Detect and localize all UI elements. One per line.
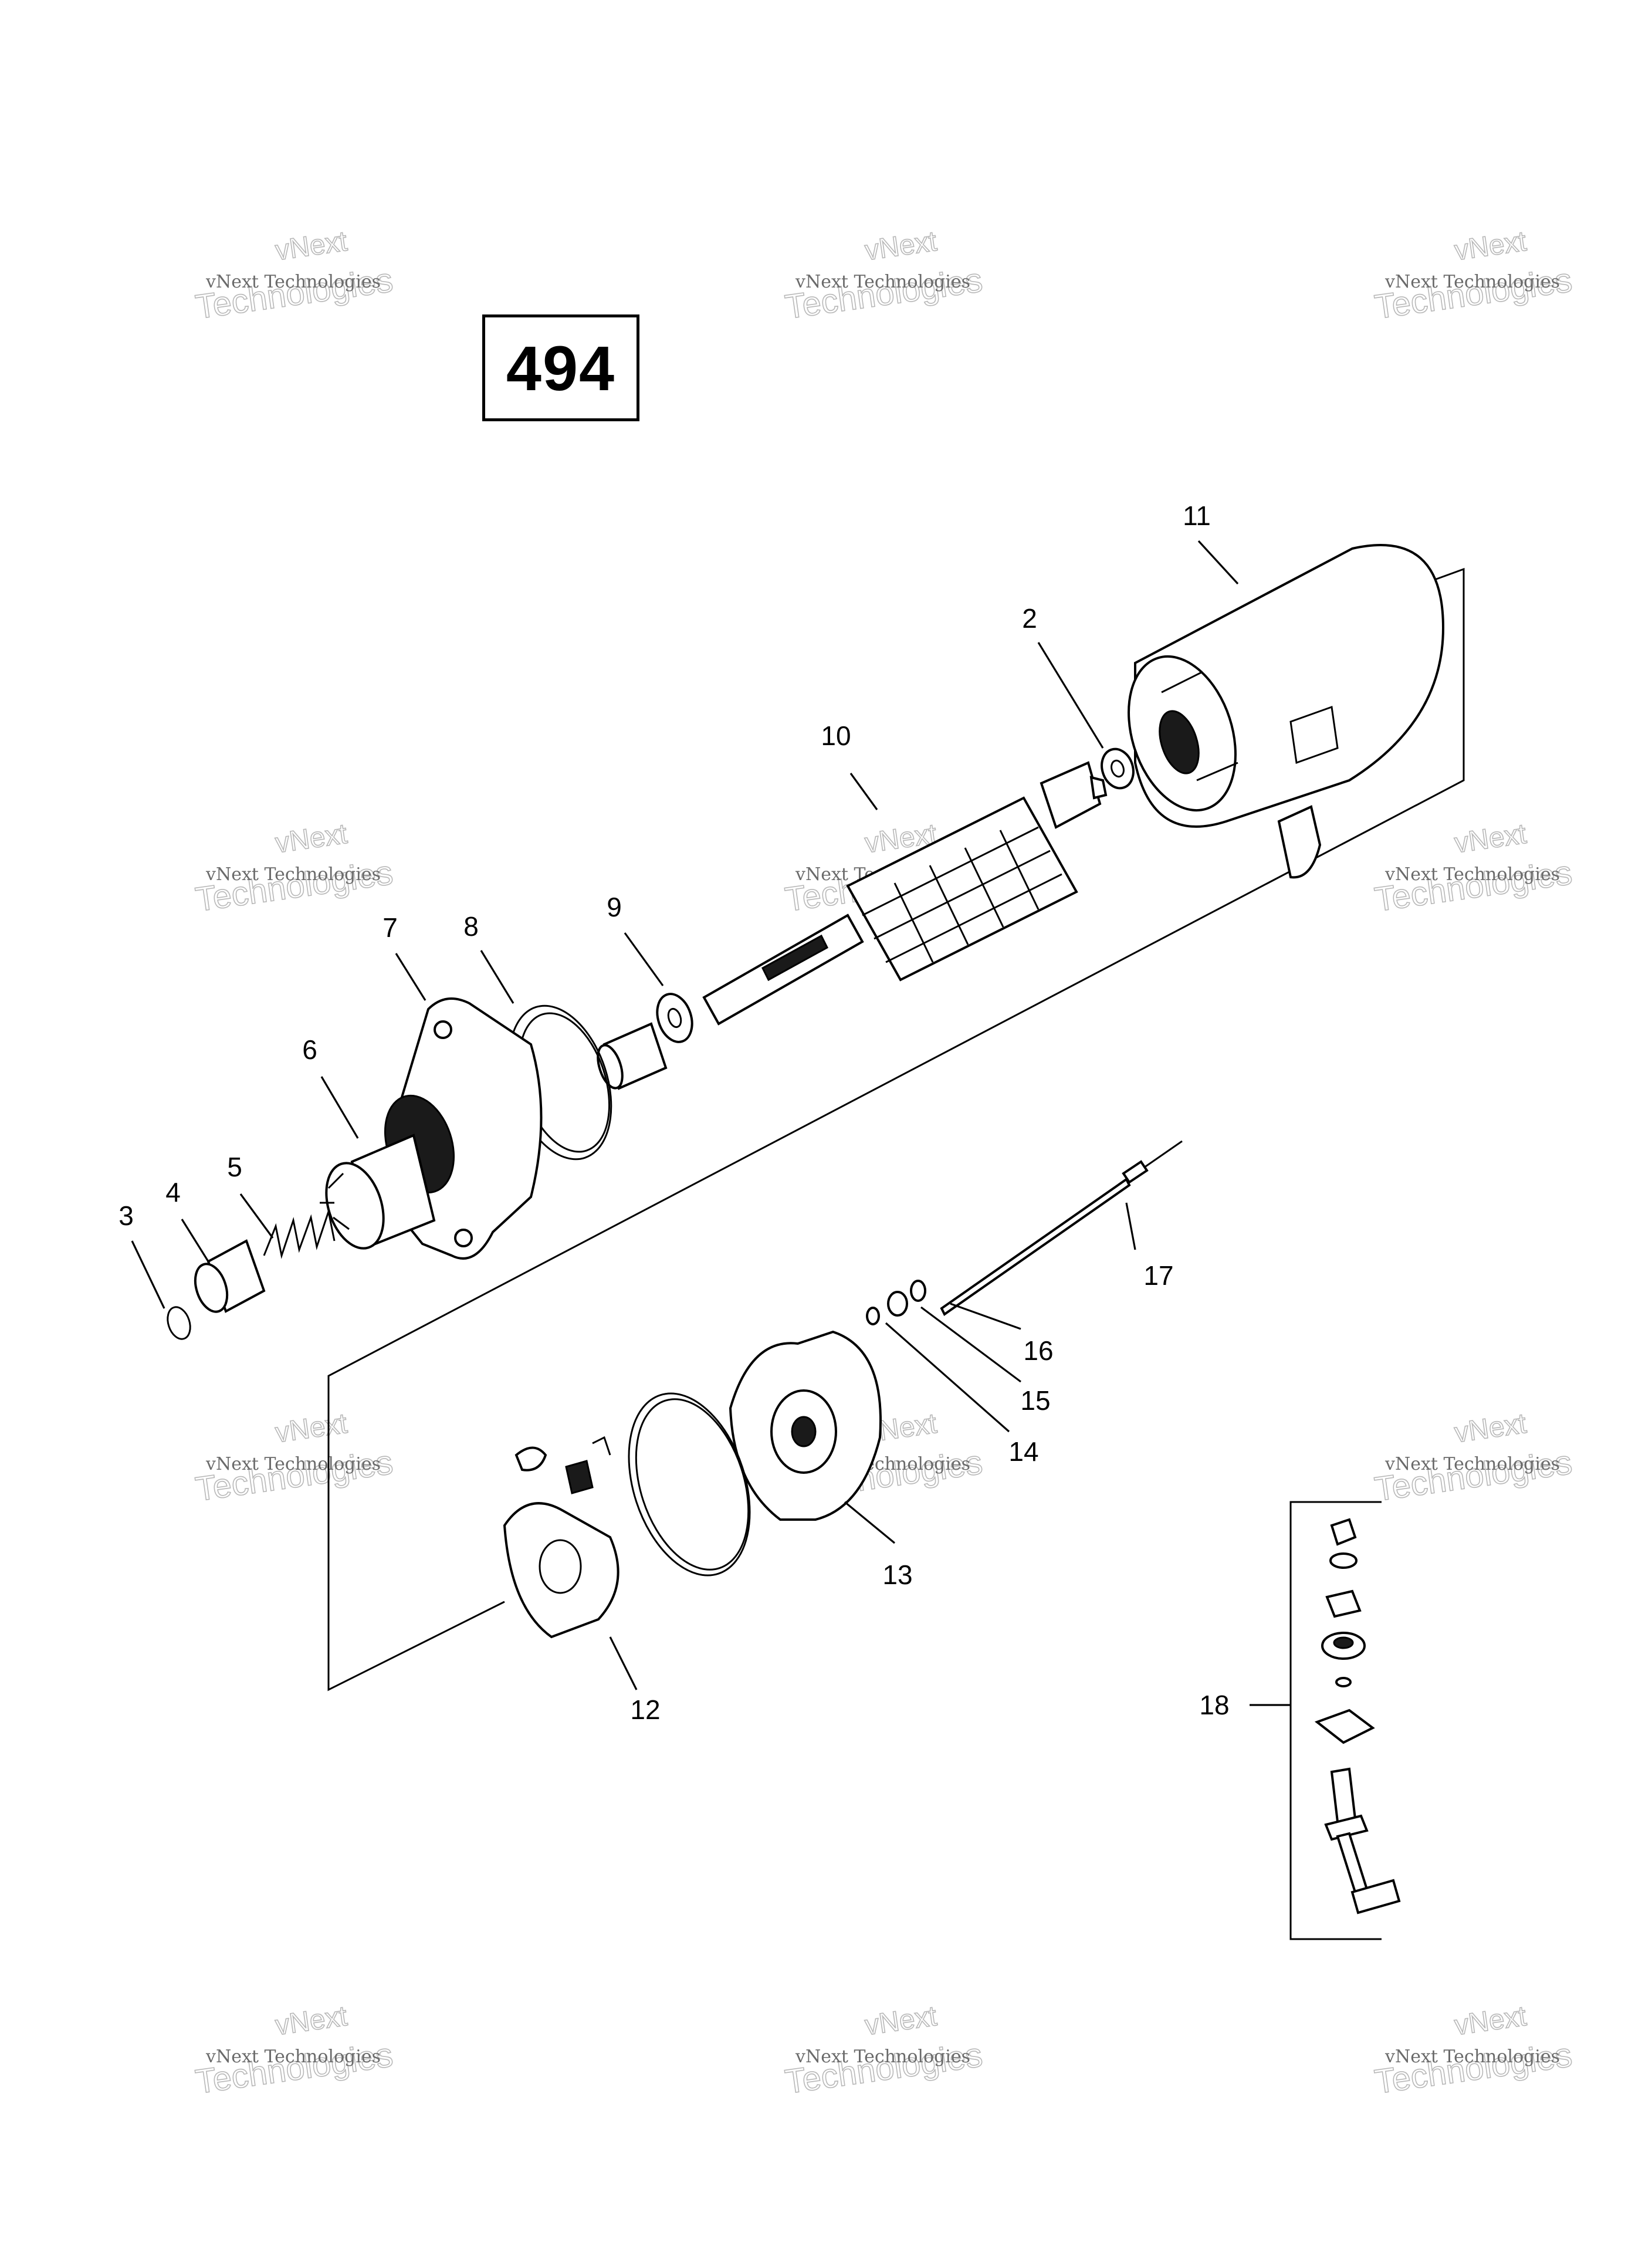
callout-13: 13	[882, 1559, 912, 1590]
watermark-outline-vnext: vNext	[863, 226, 939, 267]
callout-11: 11	[1183, 500, 1211, 531]
callout-2: 2	[1022, 603, 1037, 634]
callout-6: 6	[302, 1034, 317, 1065]
part-4-collar-icon	[194, 1239, 266, 1313]
watermark-outline-vnext: vNext	[1453, 818, 1528, 860]
page-number-box: 494	[482, 314, 639, 421]
watermark-outline-vnext: vNext	[863, 2001, 939, 2042]
part-9-washer-icon	[656, 993, 693, 1043]
callout-17: 17	[1143, 1260, 1173, 1291]
part-6-drive-pinion-icon	[320, 1134, 436, 1250]
callout-8: 8	[463, 911, 479, 942]
part-10-armature-icon	[702, 761, 1108, 1026]
watermark-text: vNext Technologies	[1384, 2046, 1560, 2067]
callout-16: 16	[1023, 1335, 1053, 1366]
callout-3: 3	[119, 1200, 134, 1231]
part-13-end-cap-icon	[729, 1330, 882, 1521]
callout-7: 7	[382, 912, 398, 943]
part-17-through-bolt-icon	[940, 1140, 1183, 1316]
assembly-frame	[327, 567, 1465, 1692]
part-18-terminal-hardware-icon	[1250, 1501, 1401, 1940]
watermark-outline-technologies: Technologies	[1372, 854, 1574, 919]
watermark-outline-vnext: vNext	[273, 226, 349, 267]
watermark-outline-technologies: Technologies	[783, 2036, 984, 2101]
part-15-washer-icon	[887, 1291, 908, 1317]
watermark-text: vNext Technologies	[205, 272, 381, 292]
watermark-text: vNext Technologies	[205, 1454, 381, 1474]
watermark-outline-technologies: Technologies	[1372, 2036, 1574, 2101]
part-16-washer-icon	[910, 1280, 926, 1302]
watermark-text: vNext Technologies	[1384, 1454, 1560, 1474]
part-12-brush-plate-icon	[503, 1436, 620, 1639]
callout-18: 18	[1199, 1690, 1229, 1720]
bushing-icon	[597, 1022, 668, 1090]
gasket-ring-icon	[628, 1392, 751, 1577]
callout-5: 5	[227, 1152, 242, 1182]
watermark-outline-vnext: vNext	[1453, 226, 1528, 267]
part-14-washer-icon	[866, 1307, 880, 1325]
watermark-text: vNext Technologies	[795, 272, 970, 292]
watermark-outline-technologies: Technologies	[1372, 1443, 1574, 1508]
part-2-washer-icon	[1101, 747, 1135, 790]
callout-14: 14	[1008, 1436, 1038, 1467]
callout-labels: 11 2 10 9 8 7 6 5 4 3 17 16 15 14 13 12 …	[119, 500, 1229, 1725]
watermark-outline-vnext: vNext	[1453, 1408, 1528, 1449]
callout-12: 12	[630, 1694, 660, 1725]
watermark-text: vNext Technologies	[205, 2046, 381, 2067]
callout-15: 15	[1020, 1385, 1050, 1416]
watermark-outline-technologies: Technologies	[193, 261, 395, 326]
part-5-spring-icon	[263, 1208, 336, 1259]
part-11-housing-icon	[1128, 544, 1445, 879]
callout-9: 9	[607, 892, 622, 922]
leader-lines	[131, 540, 1239, 1690]
callout-4: 4	[165, 1177, 181, 1207]
watermark-outline-technologies: Technologies	[193, 1443, 395, 1508]
watermark-text: vNext Technologies	[1384, 272, 1560, 292]
watermark-outline-technologies: Technologies	[1372, 261, 1574, 326]
watermark-outline-technologies: Technologies	[783, 261, 984, 326]
watermark-outline-vnext: vNext	[273, 2001, 349, 2042]
watermark-text: vNext Technologies	[205, 864, 381, 885]
watermark-outline-vnext: vNext	[273, 1408, 349, 1449]
watermark-outline-vnext: vNext	[273, 818, 349, 860]
watermark-outline-vnext: vNext	[1453, 2001, 1528, 2042]
callout-10: 10	[821, 720, 851, 751]
watermark-text: vNext Technologies	[795, 2046, 970, 2067]
watermark-text: vNext Technologies	[1384, 864, 1560, 885]
watermark-outline-technologies: Technologies	[193, 854, 395, 919]
watermark-outline-technologies: Technologies	[193, 2036, 395, 2101]
part-3-snap-ring-icon	[167, 1306, 191, 1340]
